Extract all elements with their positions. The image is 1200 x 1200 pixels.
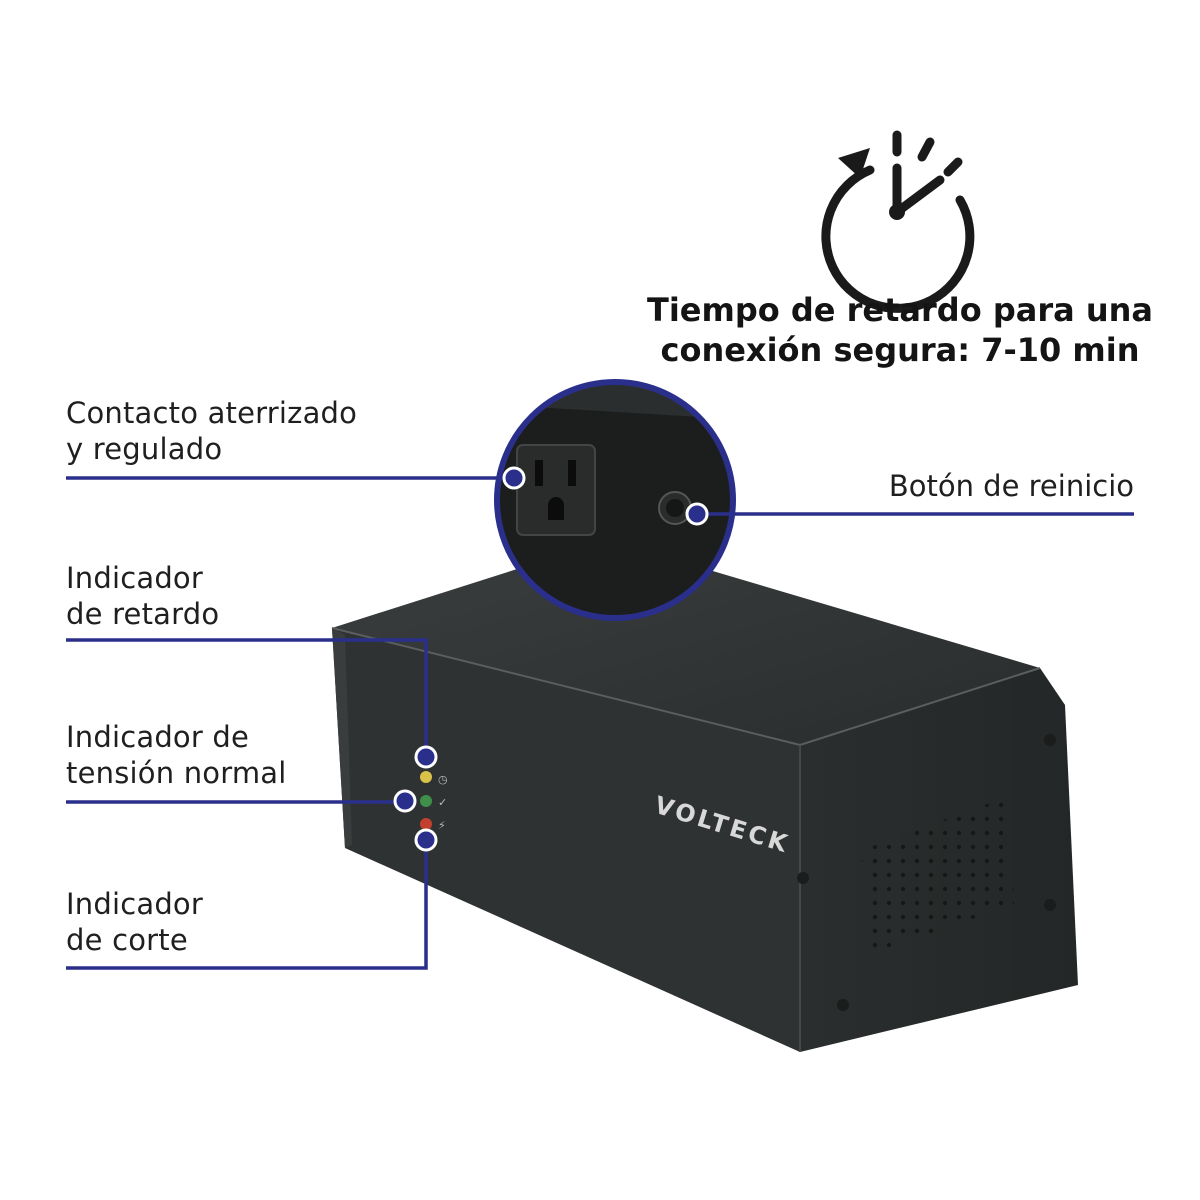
delay-caption-line2: conexión segura: 7-10 min xyxy=(660,331,1140,369)
led-panel: ◷ ✓ ⚡ xyxy=(420,771,448,832)
label-outlet-line1: Contacto aterrizado xyxy=(66,396,358,430)
led-green xyxy=(420,795,432,807)
label-delay-line2: de retardo xyxy=(66,597,220,631)
timer-icon xyxy=(821,130,975,313)
label-outlet-line2: y regulado xyxy=(66,432,223,466)
label-reset: Botón de reinicio xyxy=(888,469,1134,503)
label-normal-line1: Indicador de xyxy=(66,720,250,754)
reset-button-icon xyxy=(658,491,692,525)
callout-lines xyxy=(66,476,1134,970)
label-delay-line1: Indicador xyxy=(66,561,203,595)
delay-time-caption: Tiempo de retardo para una conexión segu… xyxy=(640,290,1160,370)
label-normal-indicator: Indicador de tensión normal xyxy=(66,719,287,791)
delay-caption-line1: Tiempo de retardo para una xyxy=(647,291,1153,329)
svg-text:✓: ✓ xyxy=(438,796,447,809)
led-yellow xyxy=(420,771,432,783)
label-cut-line2: de corte xyxy=(66,923,188,957)
svg-text:⚡: ⚡ xyxy=(438,819,446,832)
zoom-detail xyxy=(494,379,736,621)
led-red xyxy=(420,818,432,830)
label-normal-line2: tensión normal xyxy=(66,756,287,790)
outlet-icon xyxy=(516,444,596,536)
svg-text:◷: ◷ xyxy=(438,773,448,786)
label-cut-line1: Indicador xyxy=(66,887,203,921)
label-delay-indicator: Indicador de retardo xyxy=(66,560,219,632)
callout-dots xyxy=(393,466,709,852)
voltage-regulator-device xyxy=(331,540,1078,1052)
label-cut-indicator: Indicador de corte xyxy=(66,886,203,958)
label-outlet: Contacto aterrizado y regulado xyxy=(66,395,357,467)
